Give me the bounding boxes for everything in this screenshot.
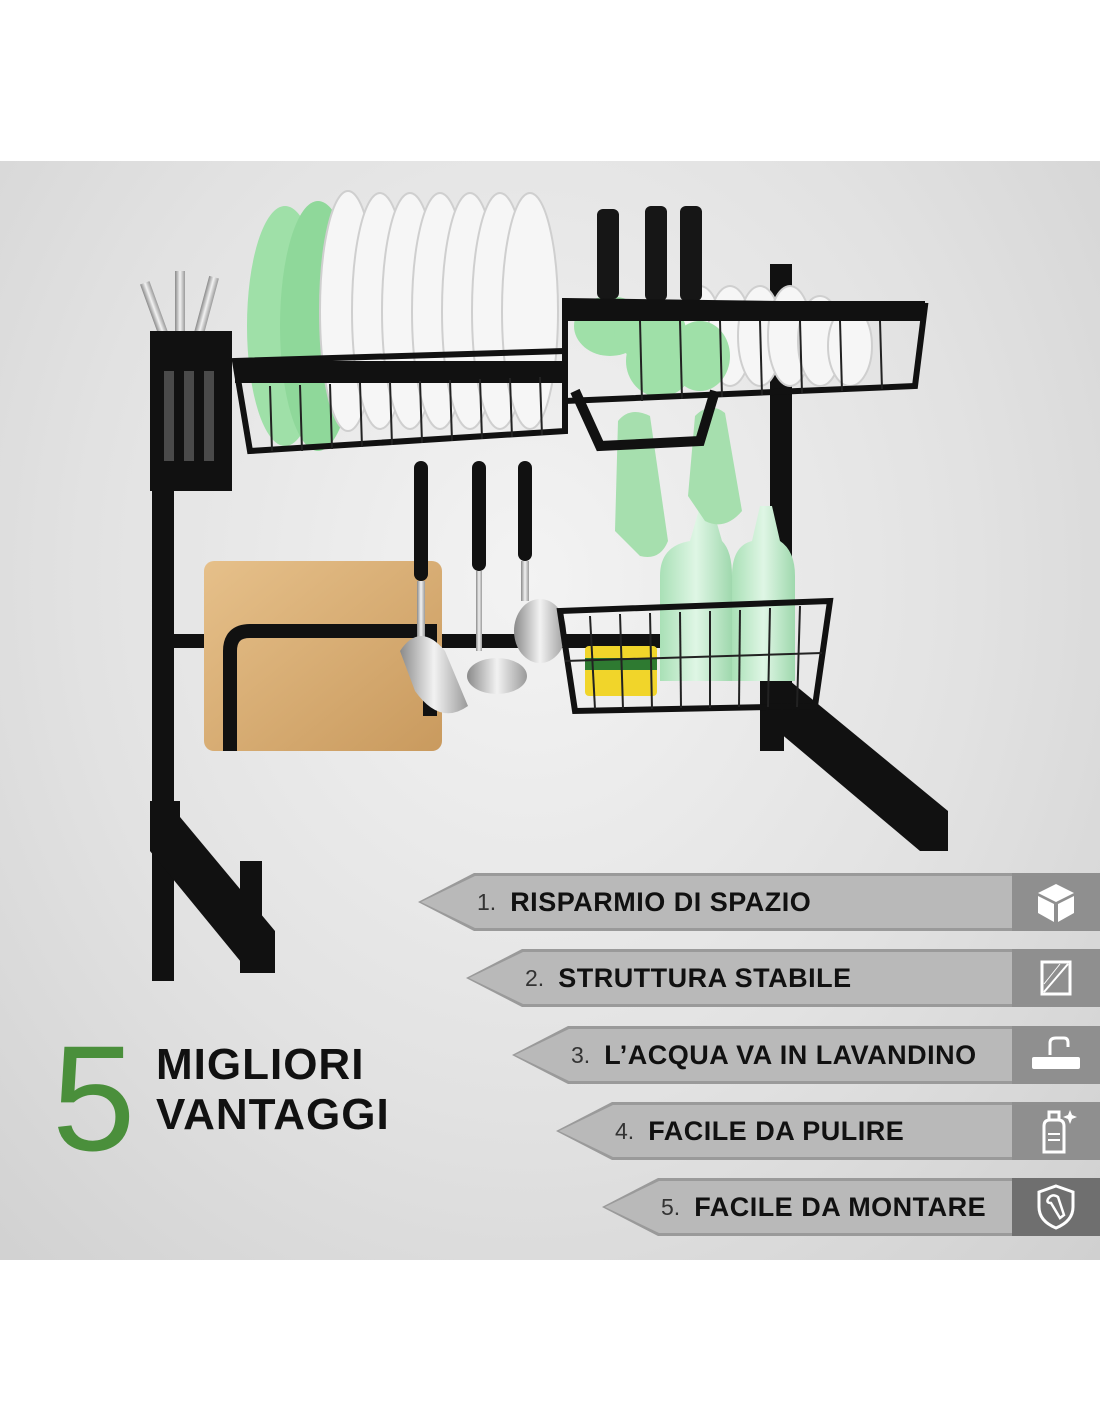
benefit-icon-box — [1012, 1102, 1100, 1160]
upper-baskets — [231, 297, 929, 455]
benefit-number: 1. — [477, 888, 497, 915]
benefit-banner-1: 1. RISPARMIO DI SPAZIO — [418, 873, 1100, 931]
benefit-banner-4: 4. FACILE DA PULIRE — [556, 1102, 1100, 1160]
lower-basket — [556, 506, 834, 715]
headline-number: 5 — [52, 1014, 136, 1182]
spray-bottle-icon — [1042, 1110, 1077, 1154]
benefit-label: STRUTTURA STABILE — [558, 962, 852, 993]
frame-icon — [1040, 960, 1072, 996]
benefit-banner-3: 3. L’ACQUA VA IN LAVANDINO — [512, 1026, 1100, 1084]
hanging-utensils — [400, 461, 566, 714]
benefit-label: FACILE DA MONTARE — [694, 1191, 987, 1222]
benefit-icon-box — [1012, 1178, 1100, 1236]
cutlery-caddy — [140, 271, 232, 491]
benefit-label: L’ACQUA VA IN LAVANDINO — [604, 1039, 977, 1070]
benefit-banner-2: 2. STRUTTURA STABILE — [466, 949, 1100, 1007]
knives — [597, 206, 702, 301]
benefit-label: RISPARMIO DI SPAZIO — [510, 886, 812, 917]
benefit-banner-5: 5. FACILE DA MONTARE — [602, 1178, 1100, 1236]
headline-line-2: VANTAGGI — [156, 1090, 390, 1139]
cutting-board — [204, 561, 442, 751]
benefit-icon-box — [1012, 873, 1100, 931]
benefit-icon-box — [1012, 1026, 1100, 1084]
product-stage: 5 MIGLIORI VANTAGGI 1. RISPARMIO DI SPAZ… — [0, 161, 1100, 1260]
benefit-icon-box — [1012, 949, 1100, 1007]
headline-line-1: MIGLIORI — [156, 1040, 365, 1089]
benefit-number: 5. — [661, 1193, 681, 1220]
benefit-number: 4. — [615, 1117, 635, 1144]
cube-icon — [1038, 884, 1074, 922]
benefit-label: FACILE DA PULIRE — [648, 1115, 905, 1146]
sink-icon — [1032, 1036, 1080, 1069]
benefit-number: 2. — [525, 964, 545, 991]
dish-rack-illustration — [140, 190, 948, 981]
wrench-shield-icon — [1037, 1184, 1075, 1230]
hanging-towels — [615, 407, 742, 557]
benefit-number: 3. — [571, 1041, 591, 1068]
